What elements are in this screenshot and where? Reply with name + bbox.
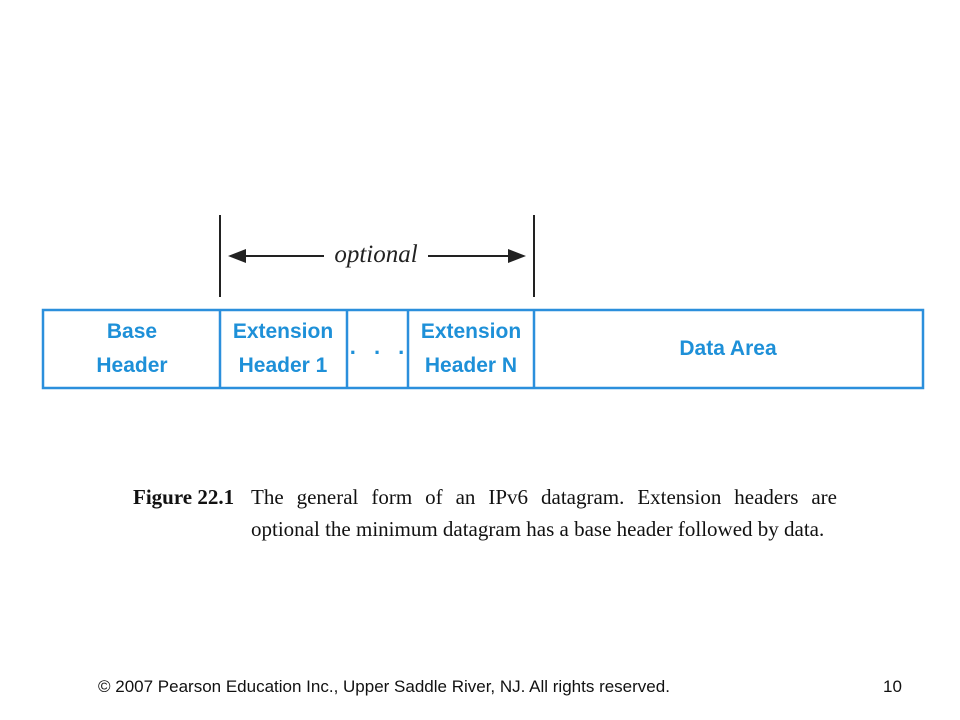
datagram-box <box>41 308 925 390</box>
figure-caption-text: The general form of an IPv6 datagram. Ex… <box>251 485 837 541</box>
extension-header-1-label-line1: Extension <box>233 320 333 343</box>
optional-right-arrowhead <box>508 249 526 263</box>
base-header-label-line2: Header <box>96 354 167 377</box>
figure-caption-label: Figure 22.1 <box>133 485 235 509</box>
ellipsis-label: . . . <box>350 334 411 359</box>
page-number: 10 <box>883 677 902 696</box>
data-area-label: Data Area <box>679 337 777 360</box>
footer-copyright: © 2007 Pearson Education Inc., Upper Sad… <box>98 677 670 696</box>
extension-header-n-label-line2: Header N <box>425 354 517 377</box>
optional-label: optional <box>334 241 417 268</box>
extension-header-n-label-line1: Extension <box>421 320 521 343</box>
extension-header-1-label-line2: Header 1 <box>239 354 328 377</box>
optional-left-arrowhead <box>228 249 246 263</box>
base-header-label-line1: Base <box>107 320 157 343</box>
